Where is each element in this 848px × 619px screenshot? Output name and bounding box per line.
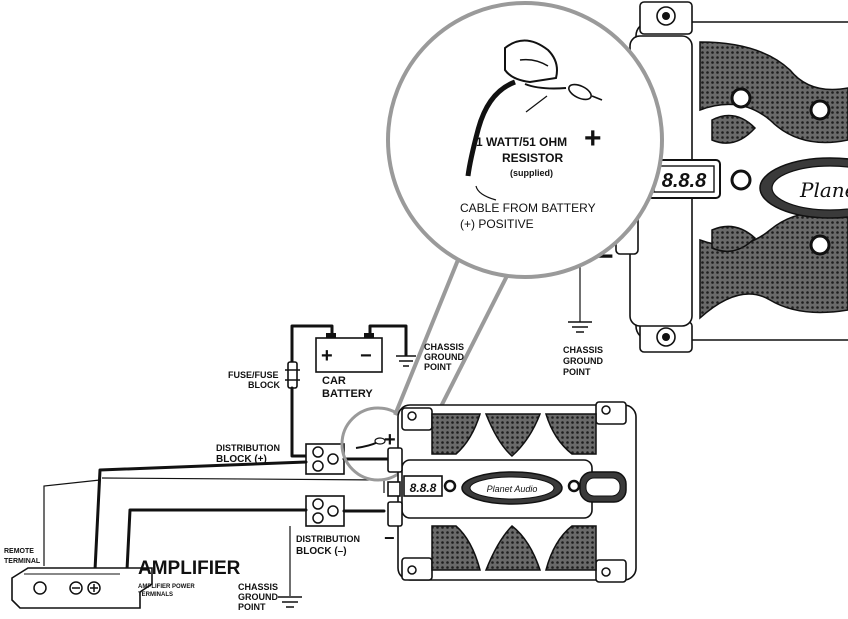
battery-plus: + — [321, 345, 333, 367]
resistor-label-line3: (supplied) — [510, 168, 553, 178]
large-brand-logo: Planet — [799, 178, 848, 202]
small-display-readout: 8.8.8 — [410, 481, 437, 495]
svg-text:POINT: POINT — [563, 367, 591, 377]
svg-text:TERMINAL: TERMINAL — [4, 558, 41, 565]
small-cap-minus: − — [384, 528, 395, 548]
chassis-label-top: CHASSIS — [424, 342, 464, 352]
svg-text:GROUND: GROUND — [424, 352, 464, 362]
svg-text:POINT: POINT — [424, 362, 452, 372]
dist-neg-label-line1: DISTRIBUTION — [296, 534, 360, 544]
large-display-readout: 8.8.8 — [662, 170, 707, 192]
distribution-block-negative: DISTRIBUTION BLOCK (–) — [296, 495, 360, 557]
small-resistor — [355, 441, 379, 449]
chassis-label-bottom: CHASSIS — [238, 582, 278, 592]
fuse-label-line1: FUSE/FUSE — [228, 370, 279, 380]
resistor-label-line1: 1 WATT/51 OHM — [476, 135, 567, 149]
battery-minus: − — [360, 345, 372, 367]
remote-label-line1: REMOTE — [4, 548, 34, 555]
small-cap-plus: + — [384, 429, 396, 451]
svg-text:GROUND: GROUND — [563, 356, 603, 366]
amplifier-label: AMPLIFIER — [138, 558, 241, 579]
amplifier: REMOTE TERMINAL AMPLIFIER AMPLIFIER POWE… — [4, 548, 241, 609]
svg-text:GROUND: GROUND — [238, 592, 278, 602]
svg-text:BLOCK (+): BLOCK (+) — [216, 454, 267, 465]
svg-text:POINT: POINT — [238, 602, 266, 612]
svg-text:BLOCK (–): BLOCK (–) — [296, 546, 347, 557]
cable-label-line1: CABLE FROM BATTERY — [460, 201, 596, 215]
battery-label-line1: CAR — [322, 375, 346, 387]
dist-pos-label-line1: DISTRIBUTION — [216, 443, 280, 453]
resistor-label-line2: RESISTOR — [502, 151, 563, 165]
small-brand-logo: Planet Audio — [487, 484, 538, 494]
large-capacitor: 8.8.8 Planet − — [596, 1, 848, 353]
chassis-label-mid: CHASSIS — [563, 345, 603, 355]
svg-text:TERMINALS: TERMINALS — [138, 592, 173, 598]
car-battery: + − CAR BATTERY CHASSIS GROUND POINT — [290, 324, 464, 400]
resistor-callout: 1 WATT/51 OHM + RESISTOR (supplied) CABL… — [386, 1, 664, 453]
distribution-block-positive: DISTRIBUTION BLOCK (+) — [216, 443, 345, 475]
svg-text:BLOCK: BLOCK — [248, 380, 280, 390]
fuse-block: FUSE/FUSE BLOCK — [228, 361, 308, 458]
cable-label-line2: (+) POSITIVE — [460, 217, 534, 231]
callout-plus-sign: + — [584, 122, 602, 155]
amp-terminals-label-line1: AMPLIFIER POWER — [138, 584, 195, 590]
small-capacitor: 8.8.8 Planet Audio + − — [384, 401, 637, 583]
battery-label-line2: BATTERY — [322, 388, 373, 400]
